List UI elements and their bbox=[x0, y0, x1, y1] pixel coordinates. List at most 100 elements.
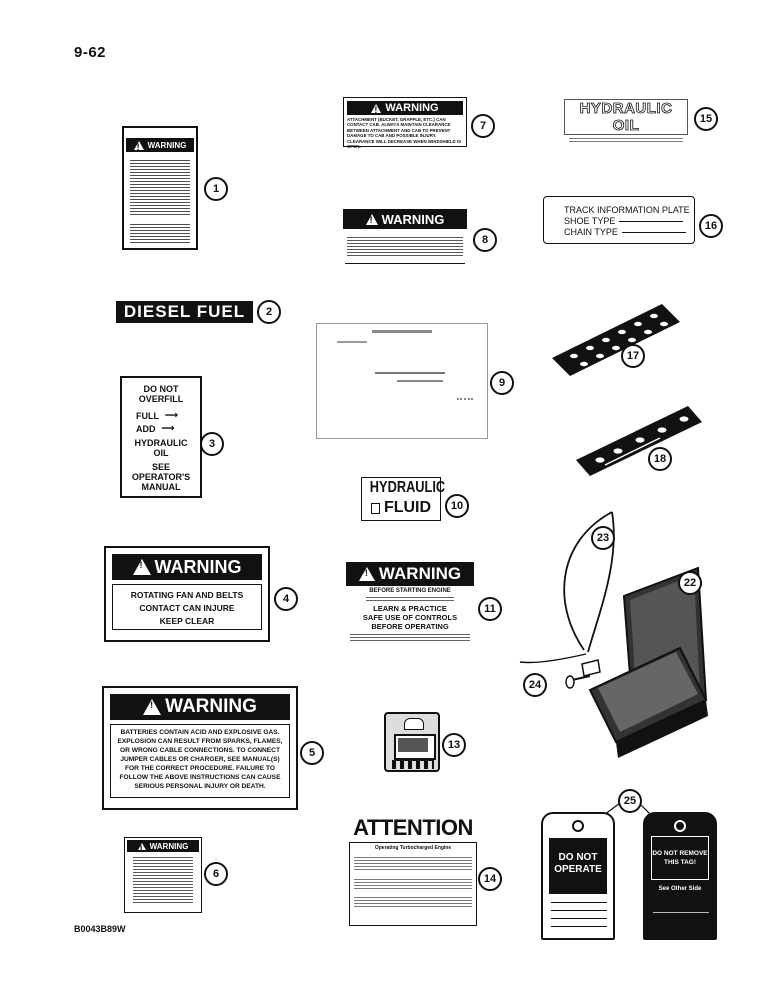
decal-text: BEFORE OPERATING bbox=[371, 622, 449, 631]
blank-line bbox=[621, 232, 686, 233]
fine-print-block bbox=[130, 158, 190, 216]
decal-instruction-plate-9 bbox=[316, 323, 488, 439]
warning-triangle-icon bbox=[133, 140, 144, 152]
warning-header: WARNING bbox=[126, 138, 194, 152]
fine-print-block bbox=[354, 895, 472, 907]
diesel-fuel-text: DIESEL FUEL bbox=[123, 302, 246, 321]
tag-text: THIS TAG! bbox=[663, 859, 696, 866]
page-number: 9-62 bbox=[74, 44, 107, 61]
warning-header: WARNING bbox=[110, 694, 290, 720]
decal-hydraulic-oil: HYDRAULIC OIL bbox=[564, 99, 688, 144]
item-13-indicator-unit bbox=[384, 712, 440, 772]
callout-23: 23 bbox=[591, 526, 615, 550]
decal-hydraulic-fluid: HYDRAULIC FLUID bbox=[361, 477, 446, 521]
callout-2: 2 bbox=[257, 300, 281, 324]
callout-25: 25 bbox=[618, 789, 642, 813]
decal-text: KEEP CLEAR bbox=[159, 616, 215, 626]
decal-text: SAFE USE OF CONTROLS bbox=[362, 613, 458, 622]
warning-header-text: WARNING bbox=[385, 102, 439, 114]
warning-triangle-icon bbox=[132, 559, 151, 575]
decal-text: HYDRAULIC bbox=[134, 438, 188, 448]
callout-18: 18 bbox=[648, 447, 672, 471]
callout-5: 5 bbox=[300, 741, 324, 765]
callout-6: 6 bbox=[204, 862, 228, 886]
warning-body-text: BATTERIES CONTAIN ACID AND EXPLOSIVE GAS… bbox=[110, 724, 290, 798]
tag-do-not-operate: DO NOT OPERATE bbox=[541, 812, 615, 940]
callout-22: 22 bbox=[678, 571, 702, 595]
warning-triangle-icon bbox=[358, 567, 375, 581]
callout-1: 1 bbox=[204, 177, 228, 201]
warning-header-text: WARNING bbox=[378, 564, 462, 583]
blank-line bbox=[619, 221, 684, 222]
tag-text: DO NOT REMOVE bbox=[652, 850, 708, 857]
decal-track-information-plate: TRACK INFORMATION PLATE SHOE TYPE CHAIN … bbox=[543, 196, 695, 244]
tag-do-not-remove: DO NOT REMOVE THIS TAG! See Other Side bbox=[643, 812, 717, 940]
tag-text: DO NOT bbox=[558, 852, 598, 863]
fine-print-block bbox=[354, 855, 472, 871]
decal-text: SEE bbox=[151, 462, 170, 472]
decal-warning-8: WARNING bbox=[343, 209, 467, 267]
fine-print-block bbox=[347, 235, 463, 257]
warning-header-text: WARNING bbox=[154, 556, 242, 577]
callout-15: 15 bbox=[694, 107, 718, 131]
decal-subtitle: Operating Turbocharged Engine bbox=[374, 845, 452, 851]
callout-4: 4 bbox=[274, 587, 298, 611]
full-label: FULL bbox=[136, 410, 159, 421]
fine-print-block bbox=[569, 136, 683, 144]
decal-hydraulic-oil-level: DO NOT OVERFILL FULL ⟶ ADD ⟶ HYDRAULIC O… bbox=[120, 376, 202, 498]
arrow-right-icon: ⟶ bbox=[165, 410, 178, 420]
arrow-right-icon: ⟶ bbox=[161, 423, 175, 433]
decal-battery-warning: WARNING BATTERIES CONTAIN ACID AND EXPLO… bbox=[102, 686, 298, 810]
decal-text: FLUID bbox=[383, 499, 432, 516]
shoe-type-label: SHOE TYPE bbox=[564, 216, 616, 226]
warning-triangle-icon bbox=[371, 103, 382, 115]
decal-text: OPERATOR'S bbox=[131, 472, 191, 482]
warning-header: WARNING bbox=[127, 840, 199, 854]
decal-jumper-cable-warning: WARNING bbox=[122, 126, 198, 250]
fluid-can-icon bbox=[370, 502, 380, 514]
callout-14: 14 bbox=[478, 867, 502, 891]
decal-text: HYDRAULIC bbox=[369, 479, 446, 496]
fine-print-block bbox=[366, 595, 454, 603]
decal-starting-engine-warning: WARNING BEFORE STARTING ENGINE LEARN & P… bbox=[346, 562, 474, 652]
callout-3: 3 bbox=[200, 432, 224, 456]
tag-text: OPERATE bbox=[554, 864, 602, 875]
decal-text: MANUAL bbox=[141, 482, 181, 492]
decal-text: CONTACT CAN INJURE bbox=[139, 603, 235, 613]
chain-type-label: CHAIN TYPE bbox=[564, 227, 618, 237]
warning-body-text: ATTACHMENT (BUCKET, GRAPPLE, ETC.) CAN C… bbox=[347, 117, 462, 150]
callout-13: 13 bbox=[442, 733, 466, 757]
warning-triangle-icon bbox=[365, 213, 378, 225]
add-label: ADD bbox=[136, 423, 156, 434]
callout-11: 11 bbox=[478, 597, 502, 621]
warning-header-text: WARNING bbox=[381, 211, 445, 227]
callout-16: 16 bbox=[699, 214, 723, 238]
warning-header: WARNING bbox=[346, 562, 474, 586]
callout-24: 24 bbox=[523, 673, 547, 697]
decal-text: ROTATING FAN AND BELTS bbox=[130, 590, 244, 600]
decal-text: LEARN & PRACTICE bbox=[373, 604, 447, 613]
fine-print-block bbox=[350, 632, 470, 642]
fine-print-block bbox=[133, 855, 193, 903]
tag-text: See Other Side bbox=[658, 886, 702, 892]
decal-text: HYDRAULIC OIL bbox=[579, 100, 673, 135]
decal-fan-belts-warning: WARNING ROTATING FAN AND BELTS CONTACT C… bbox=[104, 546, 270, 642]
callout-17: 17 bbox=[621, 344, 645, 368]
warning-triangle-icon bbox=[137, 842, 146, 854]
warning-header-text: WARNING bbox=[147, 140, 187, 150]
decal-text: DO NOT bbox=[143, 384, 179, 394]
decal-diesel-fuel: DIESEL FUEL bbox=[116, 301, 253, 323]
callout-10: 10 bbox=[445, 494, 469, 518]
decal-small-warning: WARNING bbox=[124, 837, 202, 913]
callout-7: 7 bbox=[471, 114, 495, 138]
callout-8: 8 bbox=[473, 228, 497, 252]
warning-header-text: WARNING bbox=[149, 841, 189, 851]
callout-9: 9 bbox=[490, 371, 514, 395]
warning-header-text: WARNING bbox=[165, 696, 257, 717]
decal-text: OVERFILL bbox=[138, 394, 184, 404]
fine-print-block bbox=[130, 222, 190, 244]
warning-header: WARNING bbox=[347, 101, 463, 115]
decal-text: TRACK INFORMATION PLATE bbox=[564, 205, 690, 215]
decal-attention-turbo: ATTENTION Operating Turbocharged Engine bbox=[349, 816, 477, 928]
decal-text: OIL bbox=[153, 448, 169, 458]
